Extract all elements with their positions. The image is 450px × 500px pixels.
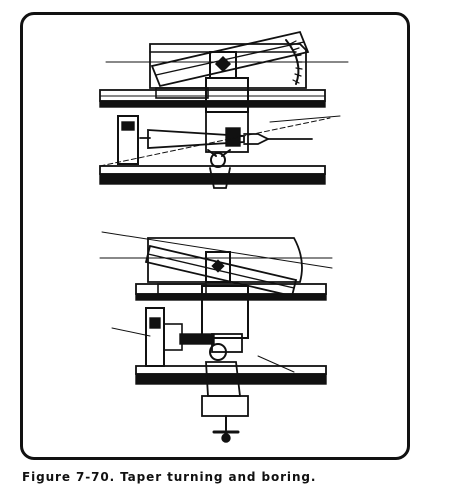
chuck [145, 307, 183, 367]
figure-frame [20, 12, 410, 460]
tool-post-handle [207, 149, 231, 189]
cross-slide-lower [201, 285, 249, 339]
sliding-block-lower [205, 251, 231, 283]
headstock-chuck [117, 115, 151, 165]
taper-guide-bar [150, 30, 310, 88]
lathe-bed-ways-lower [135, 283, 327, 385]
carriage-apron [201, 395, 249, 417]
boring-bar [179, 333, 215, 345]
lathe-bed-ways [99, 89, 326, 185]
taper-boring-illustration [99, 231, 333, 443]
connecting-arm [155, 87, 209, 99]
cutting-tool [225, 127, 241, 147]
taper-guide-bar-lower [144, 244, 298, 298]
taper-turning-illustration [99, 30, 349, 189]
taper-attachment-plate-lower [147, 237, 303, 283]
compound-rest-lower [205, 333, 243, 397]
tapered-workpiece [147, 129, 245, 149]
connecting-arm-lower [157, 283, 207, 295]
wrench-handle [212, 415, 240, 443]
figure-caption: Figure 7-70. Taper turning and boring. [22, 470, 317, 484]
